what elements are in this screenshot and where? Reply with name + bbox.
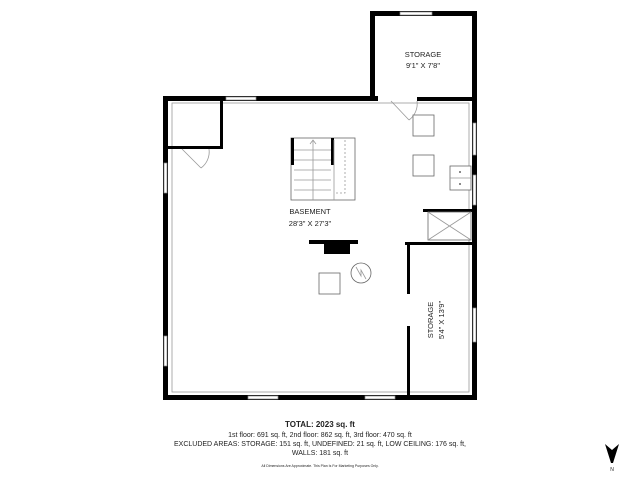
room-dims: 28'3" X 27'3": [289, 219, 332, 228]
compass-label: N: [610, 467, 614, 473]
stairs: [290, 137, 356, 201]
windows: [163, 11, 477, 400]
inner-wall-line: [171, 102, 470, 393]
shower: [427, 211, 472, 241]
room-name: STORAGE: [405, 50, 442, 59]
appliance: [318, 272, 341, 295]
north-arrow-icon: [605, 444, 619, 463]
appliance: [412, 114, 435, 137]
sink: [449, 165, 472, 191]
disclaimer: All Dimensions Are Approximate. This Pla…: [261, 464, 378, 468]
walls-area: WALLS: 181 sq. ft: [292, 450, 348, 457]
room-name: BASEMENT: [289, 207, 331, 216]
excluded-areas: EXCLUDED AREAS: STORAGE: 151 sq. ft, UND…: [174, 441, 466, 448]
floor-areas: 1st floor: 691 sq. ft, 2nd floor: 862 sq…: [228, 432, 412, 439]
total-area: TOTAL: 2023 sq. ft: [285, 420, 355, 429]
water-heater-icon: [350, 262, 372, 284]
walls: [163, 11, 477, 400]
room-dims: 5'4" X 13'9": [437, 301, 446, 340]
fireplace: [324, 240, 350, 254]
doors: [181, 100, 418, 169]
room-name: STORAGE: [426, 302, 435, 339]
room-dims: 9'1" X 7'8": [406, 61, 440, 70]
appliance: [412, 154, 435, 177]
